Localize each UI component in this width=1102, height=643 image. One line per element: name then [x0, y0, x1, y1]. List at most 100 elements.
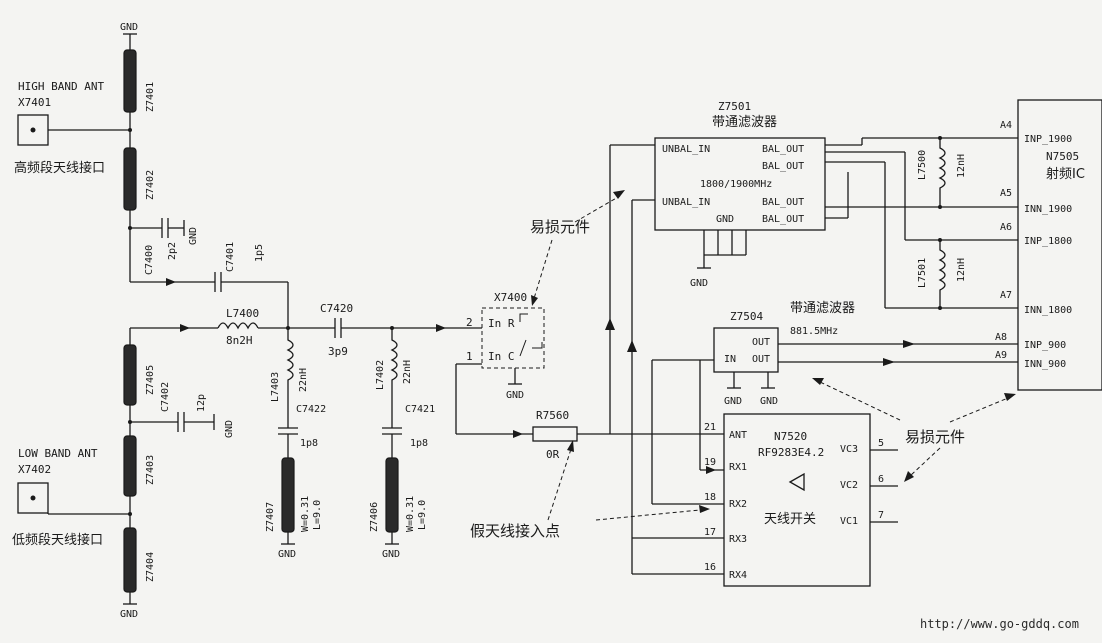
l7403-inductor [286, 328, 294, 428]
z7501-label: Z7501 [718, 100, 751, 113]
z7405-label: Z7405 [145, 365, 156, 395]
gnd-label-z7504-b: GND [760, 396, 778, 407]
z7501-bal-out-2: BAL_OUT [762, 161, 804, 172]
n7520-rx4: RX4 [729, 570, 747, 581]
c7400-label: C7400 [144, 245, 155, 275]
z7501-bal-out-3: BAL_OUT [762, 197, 804, 208]
z7504-out-1: OUT [752, 337, 770, 348]
ic-inp-900: INP_900 [1024, 340, 1066, 351]
x7400-pin2: 2 [466, 316, 473, 329]
n7520-ant: ANT [729, 430, 747, 441]
pin-a9: A9 [995, 350, 1007, 361]
z7407-l: L=9.0 [312, 500, 323, 530]
l7403-value: 22nH [298, 368, 309, 392]
z7403-label: Z7403 [145, 455, 156, 485]
z7501-gnd-pin: GND [716, 214, 734, 225]
l7403-label: L7403 [270, 372, 281, 402]
l7400-label: L7400 [226, 307, 259, 320]
x7400-box [481, 307, 545, 369]
pin-a4: A4 [1000, 120, 1012, 131]
c7402-value: 12p [196, 394, 207, 412]
gnd-label-z7501: GND [690, 278, 708, 289]
l7500-label: L7500 [917, 150, 928, 180]
n7520-rx3: RX3 [729, 534, 747, 545]
z7501-unbal-in-1: UNBAL_IN [662, 144, 710, 155]
z7504-in: IN [724, 354, 736, 365]
z7406-label: Z7406 [369, 502, 380, 532]
c7401-label: C7401 [225, 242, 236, 272]
z7501-band-label: 1800/1900MHz [700, 179, 772, 190]
ic-inp-1800: INP_1800 [1024, 236, 1072, 247]
l7501-value: 12nH [956, 258, 967, 282]
n7520-label: N7520 [774, 430, 807, 443]
z7401-strip [123, 49, 137, 113]
l7402-value: 22nH [402, 360, 413, 384]
l7500-value: 12nH [956, 154, 967, 178]
gnd-label-z7407: GND [278, 549, 296, 560]
z7407-label: Z7407 [265, 502, 276, 532]
l7500-inductor [938, 138, 946, 207]
n7505-rf-ic-label: 射频IC [1046, 166, 1085, 182]
c7421-label: C7421 [405, 404, 435, 415]
c7402-gnd-label: GND [224, 420, 235, 438]
n7520-pin5: 5 [878, 438, 884, 449]
n7520-triangle-icon [788, 472, 805, 492]
n7520-pin19: 19 [704, 457, 716, 468]
low-band-cn-label: 低频段天线接口 [12, 532, 103, 548]
z7406-w: W=0.31 [405, 496, 416, 532]
ic-inn-1800: INN_1800 [1024, 305, 1072, 316]
x7400-in-c: In C [488, 350, 515, 363]
z7501-bandpass-label: 带通滤波器 [712, 115, 777, 130]
x7402-label: X7402 [18, 463, 51, 476]
z7403-strip [123, 435, 137, 497]
z7401-label: Z7401 [145, 82, 156, 112]
n7505-ic-box [1017, 99, 1102, 391]
source-url: http://www.go-gddq.com [920, 617, 1079, 631]
l7402-inductor [390, 328, 398, 428]
c7401-value: 1p5 [254, 244, 265, 262]
z7404-strip [123, 527, 137, 593]
z7504-out-2: OUT [752, 354, 770, 365]
n7520-pin16: 16 [704, 562, 716, 573]
l7501-label: L7501 [917, 258, 928, 288]
c7422-value: 1p8 [300, 438, 318, 449]
z7406-strip [385, 457, 399, 533]
gnd-label-z7406: GND [382, 549, 400, 560]
l7402-label: L7402 [375, 360, 386, 390]
c7420-value: 3p9 [328, 345, 348, 358]
x7400-in-r: In R [488, 317, 515, 330]
r7560-value: 0R [546, 448, 560, 461]
x7401-label: X7401 [18, 96, 51, 109]
z7407-strip [281, 457, 295, 533]
z7501-unbal-in-2: UNBAL_IN [662, 197, 710, 208]
n7520-box [723, 413, 871, 587]
n7520-part-label: RF9283E4.2 [758, 446, 824, 459]
r7560-resistor [532, 426, 578, 442]
c7400-value: 2p2 [167, 242, 178, 260]
n7520-rx2: RX2 [729, 499, 747, 510]
n7520-ant-switch-label: 天线开关 [764, 512, 816, 527]
z7501-bal-out-1: BAL_OUT [762, 144, 804, 155]
fragile-label-1: 易损元件 [530, 218, 590, 236]
z7402-strip [123, 147, 137, 211]
c7420-label: C7420 [320, 302, 353, 315]
z7504-box [713, 327, 779, 373]
pin-a7: A7 [1000, 290, 1012, 301]
pin-a5: A5 [1000, 188, 1012, 199]
c7422-label: C7422 [296, 404, 326, 415]
n7520-pin7: 7 [878, 510, 884, 521]
low-band-ant-label: LOW BAND ANT [18, 447, 98, 460]
n7520-vc1: VC1 [840, 516, 858, 527]
l7400-inductor [217, 322, 259, 330]
fragile-label-2: 易损元件 [905, 428, 965, 446]
z7402-label: Z7402 [145, 170, 156, 200]
l7501-inductor [938, 240, 946, 308]
z7404-label: Z7404 [145, 552, 156, 582]
l7400-value: 8n2H [226, 334, 253, 347]
c7402-label: C7402 [160, 382, 171, 412]
z7504-label: Z7504 [730, 310, 763, 323]
n7520-vc3: VC3 [840, 444, 858, 455]
z7406-l: L=9.0 [417, 500, 428, 530]
